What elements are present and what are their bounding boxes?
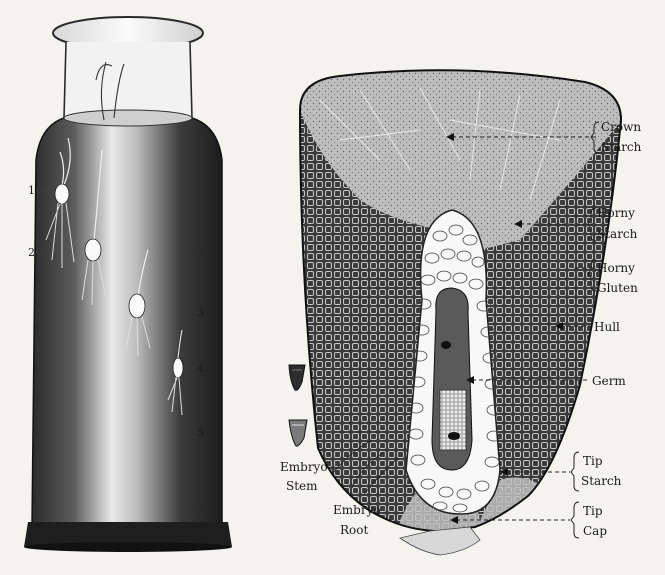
small-kernel-2 — [289, 420, 307, 446]
label-horny-starch-1: Horny — [597, 206, 635, 220]
label-hull: Hull — [594, 320, 620, 334]
label-tip-cap-1: Tip — [583, 504, 603, 518]
label-horny-gluten-2: Gluten — [597, 281, 638, 295]
label-horny-gluten-1: Horny — [597, 261, 635, 275]
label-tip-cap-2: Cap — [583, 524, 607, 538]
tube-number-4: 4 — [197, 362, 204, 375]
small-kernel-1 — [289, 365, 305, 390]
label-tip-starch-1: Tip — [583, 454, 603, 468]
label-crown: Crown — [601, 120, 641, 134]
tube-number-5: 5 — [197, 426, 204, 439]
label-horny-starch-2: Starch — [597, 227, 638, 241]
tip-cap-region — [400, 527, 480, 555]
label-embryo-root-2: Root — [340, 523, 368, 537]
label-embryo-root-1: Embryo — [333, 503, 381, 517]
label-embryo-stem-1: Embryo — [280, 460, 328, 474]
tube-number-3: 3 — [197, 306, 204, 319]
label-tip-starch-2: Starch — [581, 474, 622, 488]
label-embryo-stem-2: Stem — [286, 479, 318, 493]
test-tube — [24, 17, 232, 552]
label-germ: Germ — [592, 374, 626, 388]
tube-number-1: 1 — [28, 184, 35, 197]
tube-number-2: 2 — [28, 246, 35, 259]
label-crown-starch: Starch — [601, 140, 642, 154]
